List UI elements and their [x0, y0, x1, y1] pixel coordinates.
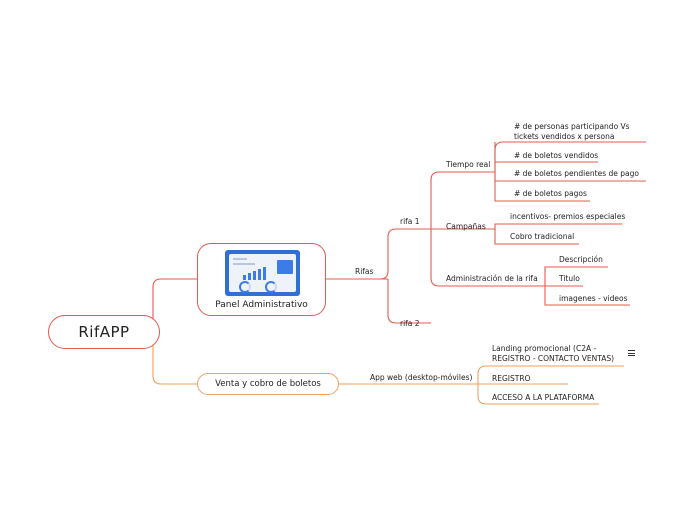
campanas-item-1[interactable]: incentivos- premios especiales — [510, 212, 626, 221]
venta-label: Venta y cobro de boletos — [215, 379, 321, 389]
app-item-1[interactable]: Landing promocional (C2A - REGISTRO - CO… — [492, 344, 615, 363]
root-label: RifAPP — [78, 323, 130, 341]
tiempo-item-1[interactable]: # de personas participando Vs tickets ve… — [514, 122, 630, 141]
panel-label: Panel Administrativo — [215, 300, 308, 310]
campanas-label[interactable]: Campañas — [446, 222, 486, 231]
admin-item-2[interactable]: Titulo — [559, 274, 580, 283]
venta-node[interactable]: Venta y cobro de boletos — [197, 373, 339, 395]
app-web-label[interactable]: App web (desktop-móviles) — [370, 373, 473, 382]
campanas-item-2[interactable]: Cobro tradicional — [510, 232, 575, 241]
admin-item-1[interactable]: Descripción — [559, 255, 603, 264]
tiempo-item-4[interactable]: # de boletos pagos — [514, 189, 587, 198]
app-item-3[interactable]: ACCESO A LA PLATAFORMA — [492, 393, 595, 402]
rifas-label[interactable]: Rifas — [355, 267, 374, 276]
dashboard-image — [225, 250, 300, 296]
root-node[interactable]: RifAPP — [48, 315, 160, 349]
rifa2-label[interactable]: rifa 2 — [400, 319, 420, 328]
tiempo-item-2[interactable]: # de boletos vendidos — [514, 151, 599, 160]
rifa1-label[interactable]: rifa 1 — [400, 217, 420, 226]
admin-item-3[interactable]: imagenes - videos — [559, 294, 628, 303]
tiempo-real-label[interactable]: Tiempo real — [446, 160, 491, 169]
panel-administrativo-node[interactable]: Panel Administrativo — [197, 243, 326, 316]
tiempo-item-3[interactable]: # de boletos pendientes de pago — [514, 169, 639, 178]
notes-icon[interactable] — [628, 350, 635, 358]
app-item-2[interactable]: REGISTRO — [492, 374, 531, 383]
admin-rifa-label[interactable]: Administración de la rifa — [446, 274, 538, 283]
